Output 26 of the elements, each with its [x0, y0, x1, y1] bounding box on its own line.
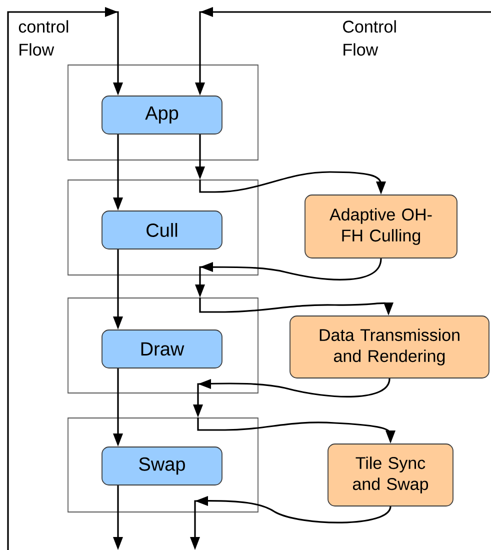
process-box: Adaptive OH-FH Culling [304, 194, 458, 258]
stage-frame [68, 180, 258, 276]
arrow [113, 485, 123, 550]
arrow [113, 368, 123, 447]
arrow [113, 134, 123, 211]
arrow [199, 298, 394, 316]
process-box: Tile Sync and Swap [328, 444, 454, 506]
arrow [7, 7, 123, 550]
arrow [195, 258, 382, 298]
stage-box: Cull [102, 210, 222, 250]
flow-label: control Flow [18, 20, 68, 56]
stage-box: Draw [102, 330, 222, 368]
arrow [199, 171, 386, 195]
stage-frame [68, 298, 258, 394]
arrow [190, 496, 392, 550]
arrow [195, 7, 491, 96]
arrow [197, 418, 396, 444]
stage-frame [68, 418, 258, 512]
arrow [113, 249, 123, 330]
stage-box: App [102, 96, 222, 134]
stage-box: Swap [102, 446, 222, 486]
arrow [195, 134, 205, 180]
flow-label: Control Flow [343, 20, 396, 56]
stage-frame [68, 64, 258, 160]
arrow [193, 378, 390, 418]
process-box: Data Transmission and Rendering [290, 316, 490, 378]
